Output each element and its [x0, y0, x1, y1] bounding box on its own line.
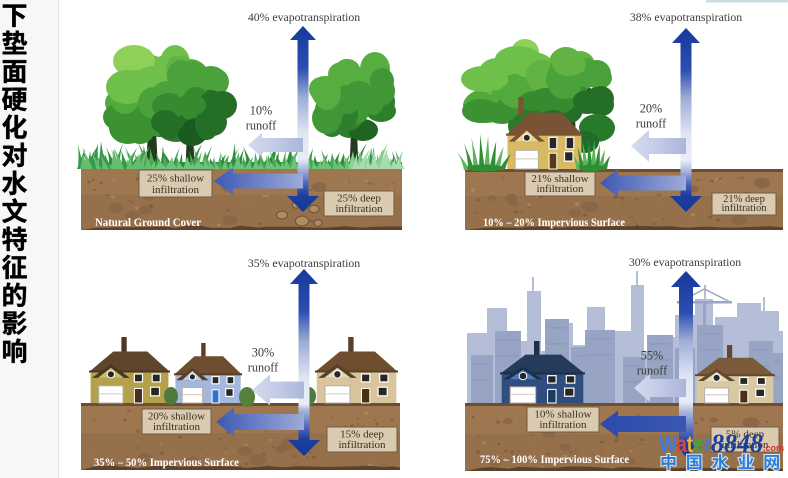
svg-text:20% shallow: 20% shallow: [148, 411, 205, 423]
svg-text:20%: 20%: [640, 102, 663, 116]
svg-text:21% deep: 21% deep: [723, 194, 765, 205]
svg-text:infiltration: infiltration: [338, 439, 386, 451]
svg-text:infiltration: infiltration: [539, 419, 587, 431]
svg-text:55%: 55%: [641, 349, 664, 363]
svg-text:35% evapotranspiration: 35% evapotranspiration: [248, 256, 360, 270]
svg-text:25% deep: 25% deep: [337, 193, 381, 205]
svg-text:25% shallow: 25% shallow: [147, 173, 204, 185]
svg-text:21% shallow: 21% shallow: [531, 173, 588, 185]
svg-text:5% deep: 5% deep: [726, 429, 765, 441]
svg-text:75% – 100% Impervious Surface: 75% – 100% Impervious Surface: [480, 453, 629, 466]
svg-text:10% shallow: 10% shallow: [534, 409, 591, 421]
svg-text:infiltration: infiltration: [722, 203, 768, 214]
svg-text:infiltration: infiltration: [153, 421, 201, 433]
svg-text:runoff: runoff: [246, 119, 277, 133]
svg-text:runoff: runoff: [248, 361, 279, 375]
svg-text:.com: .com: [763, 443, 784, 453]
svg-text:10% – 20% Impervious Surface: 10% – 20% Impervious Surface: [483, 216, 625, 229]
svg-text:Water: Water: [659, 431, 711, 457]
svg-text:runoff: runoff: [637, 364, 668, 378]
svg-text:15% deep: 15% deep: [340, 429, 384, 441]
svg-text:Natural Ground Cover: Natural Ground Cover: [95, 216, 201, 229]
svg-text:infiltration: infiltration: [335, 203, 383, 215]
svg-text:runoff: runoff: [636, 117, 667, 131]
svg-text:infiltration: infiltration: [152, 184, 200, 196]
svg-text:38% evapotranspiration: 38% evapotranspiration: [630, 10, 742, 24]
svg-text:30%: 30%: [252, 346, 275, 360]
svg-text:30% evapotranspiration: 30% evapotranspiration: [629, 255, 741, 269]
svg-text:infiltration: infiltration: [721, 439, 769, 451]
svg-text:40% evapotranspiration: 40% evapotranspiration: [248, 10, 360, 24]
svg-text:10%: 10%: [250, 104, 273, 118]
svg-text:35% – 50% Impervious Surface: 35% – 50% Impervious Surface: [94, 456, 239, 469]
svg-text:infiltration: infiltration: [536, 183, 584, 195]
